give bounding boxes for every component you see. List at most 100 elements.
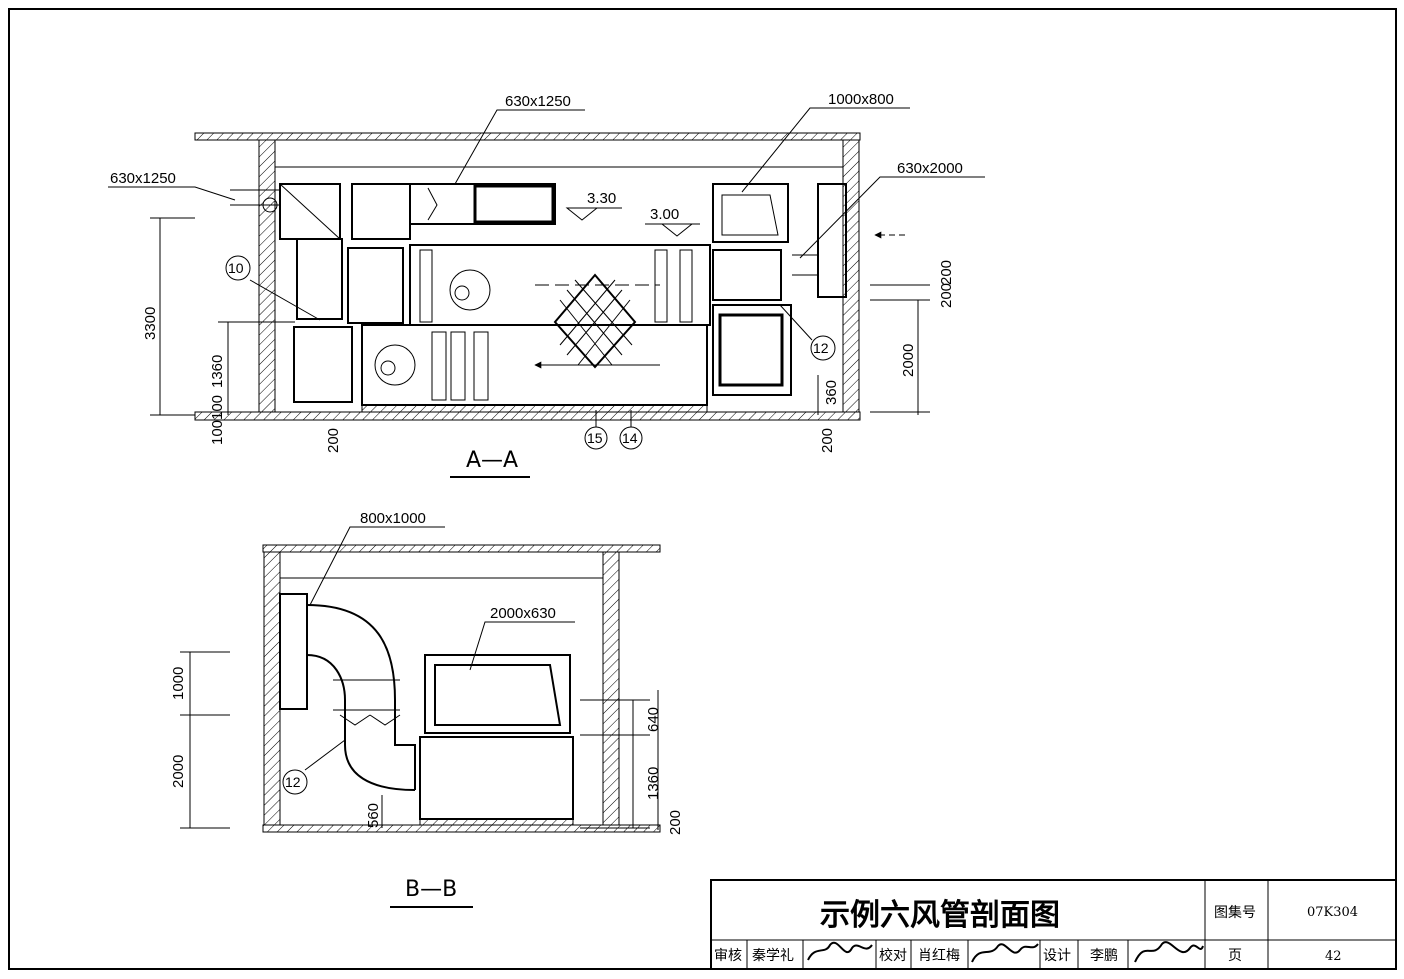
aa-leader-1000x800 <box>741 107 910 193</box>
aa-label-duct-left: 630x1250 <box>110 170 176 187</box>
design-label: 设计 <box>1043 948 1071 964</box>
bb-label-duct-800x1000: 800x1000 <box>360 510 426 527</box>
aa-label-duct-top: 630x1250 <box>505 93 571 110</box>
bb-leader-12 <box>304 739 346 771</box>
aa-duct-riser <box>296 238 343 320</box>
bb-dim-560: 560 <box>365 803 382 828</box>
aa-dim-3300: 3300 <box>142 307 159 340</box>
page-label: 页 <box>1228 948 1242 964</box>
bb-section-title: B—B <box>405 877 457 902</box>
aa-callout-14: 14 <box>622 430 638 446</box>
designer-signature <box>1134 941 1204 963</box>
aa-fan-upper <box>449 269 491 311</box>
aa-ceiling-slab <box>194 132 861 141</box>
bb-unit-base <box>419 818 574 826</box>
aa-fan-lower-hub <box>380 360 396 376</box>
bb-louver-box <box>279 593 308 710</box>
aa-callout-12: 12 <box>813 340 829 356</box>
aa-duct-upper-run <box>409 183 556 225</box>
aa-elevation-330: 3.30 <box>587 190 616 207</box>
aa-leader-630x1250-left <box>108 186 236 201</box>
bb-dim-2000: 2000 <box>170 755 187 788</box>
review-label: 审核 <box>714 948 742 964</box>
aa-callout-10: 10 <box>228 260 244 276</box>
aa-callout-12-circle <box>810 335 836 361</box>
bb-ahu <box>419 736 574 820</box>
aa-coil-1 <box>431 331 447 401</box>
aa-duct-upper-elbow <box>351 183 411 240</box>
bb-duct-flanges <box>333 679 400 711</box>
aa-callout-15: 15 <box>587 430 603 446</box>
bb-leader-2000x630 <box>469 621 575 671</box>
aa-flex-joint-1 <box>427 187 438 221</box>
checker-name: 肖红梅 <box>918 948 960 964</box>
aa-connector-duct <box>792 254 818 276</box>
page-number: 42 <box>1325 949 1342 964</box>
bb-right-wall <box>602 551 620 826</box>
designer-name: 李鹏 <box>1090 948 1118 964</box>
title-block-cells <box>746 940 1129 969</box>
aa-dim-2000: 2000 <box>900 344 917 377</box>
aa-elevation-mark-1 <box>565 207 599 221</box>
drawing-title: 示例六风管剖面图 <box>820 898 1060 933</box>
bb-damper-blade <box>434 664 562 726</box>
aa-filter-3 <box>679 249 693 323</box>
aa-damper-symbol <box>262 197 278 213</box>
aa-heat-exchanger-grid <box>559 279 633 366</box>
aa-fan-upper-hub <box>454 285 470 301</box>
aa-duct-630x2000 <box>817 183 847 298</box>
aa-dim-1360: 1360 <box>209 355 226 388</box>
aa-leader-630x1250-top <box>454 109 585 185</box>
aa-dim-3300-ext <box>150 217 195 416</box>
aa-duct-elbow-diag <box>279 183 341 240</box>
aa-leader-10 <box>249 279 321 321</box>
aa-left-wall <box>258 139 276 413</box>
aa-duct-box-inner <box>718 313 784 387</box>
bb-ceiling-slab <box>262 544 661 553</box>
checker-signature <box>971 943 1039 963</box>
atlas-number: 07K304 <box>1307 905 1358 920</box>
aa-duct-silencer <box>473 184 555 224</box>
aa-section-title: A—A <box>466 448 518 473</box>
aa-dim-200b: 200 <box>819 428 836 453</box>
section-bb: 800x1000 2000x630 1000 2000 560 640 1360… <box>170 510 684 908</box>
reviewer-name: 秦学礼 <box>752 948 794 964</box>
aa-leader-630x2000 <box>799 176 985 259</box>
bb-dim-1000: 1000 <box>170 667 187 700</box>
atlas-label: 图集号 <box>1214 904 1256 921</box>
aa-dim-200d: 200 <box>938 260 955 285</box>
sheet-border <box>8 8 1397 970</box>
aa-duct-inlet-lines <box>230 189 280 206</box>
aa-label-duct-1000x800: 1000x800 <box>828 91 894 108</box>
bb-curved-duct <box>306 604 416 791</box>
aa-unit-section-a <box>347 247 404 324</box>
aa-duct-box-lower-left <box>293 326 353 403</box>
aa-dim-100a: 100 <box>209 395 226 420</box>
aa-coil-3 <box>473 331 489 401</box>
bb-left-wall <box>263 551 281 826</box>
aa-elevation-300: 3.00 <box>650 206 679 223</box>
bb-leader-800x1000 <box>309 526 445 606</box>
aa-label-duct-630x2000: 630x2000 <box>897 160 963 177</box>
reviewer-signature <box>807 941 873 961</box>
bb-dim-200: 200 <box>667 810 684 835</box>
aa-duct-box-right-mid <box>712 249 782 301</box>
aa-dim-100b: 100 <box>209 420 226 445</box>
aa-elevation-mark-2 <box>660 223 694 237</box>
aa-duct-box-right-low <box>712 304 792 396</box>
aa-filter-2 <box>654 249 668 323</box>
aa-filter-1 <box>419 249 433 323</box>
aa-heat-exchanger <box>553 273 637 369</box>
title-block: 示例六风管剖面图 图集号 07K304 页 42 审核 秦学礼 校对 肖红梅 设… <box>710 879 1397 970</box>
aa-dim-200c: 200 <box>938 283 955 308</box>
bb-dim-right-ext <box>580 699 650 829</box>
bb-callout-12: 12 <box>285 774 301 790</box>
aa-coil-2 <box>450 331 466 401</box>
aa-damper-blade <box>721 194 779 236</box>
bb-flex-connector <box>339 714 401 726</box>
aa-callout-10-circle <box>225 255 251 281</box>
aa-leader-12 <box>779 304 813 341</box>
aa-duct-box-1000x800 <box>712 183 789 243</box>
check-label: 校对 <box>879 947 907 964</box>
